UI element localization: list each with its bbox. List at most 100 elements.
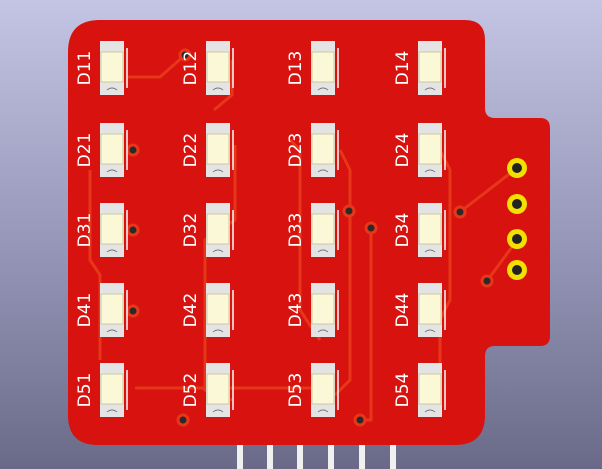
- header-hole: [512, 199, 522, 209]
- pad-notch: [424, 409, 436, 413]
- pin-header: [507, 158, 527, 280]
- pad-notch: [317, 87, 329, 91]
- pad-notch: [424, 249, 436, 253]
- pad-notch: [212, 87, 224, 91]
- pad-notch: [212, 329, 224, 333]
- pad-notch: [106, 169, 118, 173]
- edge-pin: [297, 440, 303, 469]
- via-hole: [129, 226, 137, 234]
- led-body: [311, 133, 335, 165]
- header-hole: [512, 265, 522, 275]
- edge-pins: [237, 440, 396, 469]
- pad-notch: [106, 249, 118, 253]
- led-label: D12: [181, 51, 201, 86]
- led-d41: D41: [75, 283, 128, 337]
- led-label: D14: [393, 51, 413, 86]
- pad-notch: [424, 329, 436, 333]
- via-hole: [456, 208, 464, 216]
- via-hole: [345, 207, 353, 215]
- led-body: [418, 51, 442, 83]
- led-label: D13: [286, 51, 306, 86]
- led-body: [311, 213, 335, 245]
- led-d13: D13: [286, 41, 339, 95]
- pad-notch: [212, 409, 224, 413]
- pad-notch: [317, 169, 329, 173]
- led-body: [206, 293, 230, 325]
- header-hole: [512, 234, 522, 244]
- led-label: D52: [181, 373, 201, 408]
- led-d51: D51: [75, 363, 128, 417]
- edge-pin: [328, 440, 334, 469]
- led-d54: D54: [393, 363, 446, 417]
- led-body: [100, 133, 124, 165]
- via-hole: [483, 277, 491, 285]
- led-d31: D31: [75, 203, 128, 257]
- edge-pin: [237, 440, 243, 469]
- led-body: [418, 373, 442, 405]
- led-label: D43: [286, 293, 306, 328]
- led-body: [206, 213, 230, 245]
- pad-notch: [106, 409, 118, 413]
- led-d12: D12: [181, 41, 234, 95]
- pad-notch: [317, 249, 329, 253]
- led-label: D32: [181, 213, 201, 248]
- vias: [126, 48, 494, 427]
- led-body: [311, 373, 335, 405]
- led-d32: D32: [181, 203, 234, 257]
- pad-notch: [106, 87, 118, 91]
- led-label: D11: [75, 51, 95, 86]
- led-body: [100, 293, 124, 325]
- led-d14: D14: [393, 41, 446, 95]
- via-hole: [179, 416, 187, 424]
- via-hole: [129, 146, 137, 154]
- led-label: D24: [393, 133, 413, 168]
- traces: [88, 53, 519, 422]
- led-body: [418, 213, 442, 245]
- pad-notch: [317, 329, 329, 333]
- via-hole: [129, 307, 137, 315]
- led-d34: D34: [393, 203, 446, 257]
- led-d52: D52: [181, 363, 234, 417]
- led-label: D33: [286, 213, 306, 248]
- led-label: D54: [393, 373, 413, 408]
- led-label: D34: [393, 213, 413, 248]
- led-label: D21: [75, 133, 95, 168]
- led-label: D41: [75, 293, 95, 328]
- led-label: D31: [75, 213, 95, 248]
- via-hole: [356, 416, 364, 424]
- pad-notch: [424, 169, 436, 173]
- pad-notch: [424, 87, 436, 91]
- led-label: D23: [286, 133, 306, 168]
- led-body: [206, 51, 230, 83]
- led-d24: D24: [393, 123, 446, 177]
- led-body: [311, 293, 335, 325]
- pcb-board: [68, 20, 550, 445]
- led-d53: D53: [286, 363, 339, 417]
- led-d33: D33: [286, 203, 339, 257]
- led-body: [100, 51, 124, 83]
- led-body: [418, 133, 442, 165]
- led-body: [100, 213, 124, 245]
- pad-notch: [106, 329, 118, 333]
- header-hole: [512, 163, 522, 173]
- led-d43: D43: [286, 283, 339, 337]
- led-d11: D11: [75, 41, 128, 95]
- led-label: D53: [286, 373, 306, 408]
- edge-pin: [359, 440, 365, 469]
- led-d42: D42: [181, 283, 234, 337]
- led-d44: D44: [393, 283, 446, 337]
- led-body: [206, 133, 230, 165]
- edge-pin: [267, 440, 273, 469]
- led-label: D42: [181, 293, 201, 328]
- led-d21: D21: [75, 123, 128, 177]
- led-body: [418, 293, 442, 325]
- led-body: [100, 373, 124, 405]
- led-d23: D23: [286, 123, 339, 177]
- led-body: [311, 51, 335, 83]
- edge-pin: [390, 440, 396, 469]
- led-label: D51: [75, 373, 95, 408]
- via-hole: [181, 51, 189, 59]
- via-hole: [367, 224, 375, 232]
